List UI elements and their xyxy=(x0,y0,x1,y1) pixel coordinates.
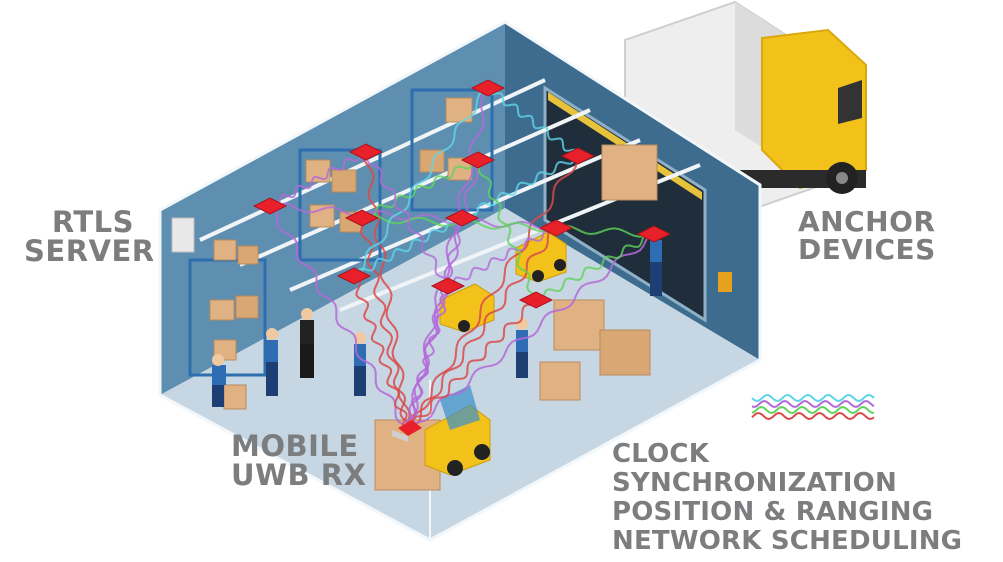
warehouse-floor-inner xyxy=(160,208,760,540)
anchor-device-icon xyxy=(430,277,466,295)
anchor-device-icon xyxy=(470,79,506,97)
signal-wave xyxy=(459,152,578,217)
legend: CLOCK SYNCHRONIZATION POSITION & RANGING… xyxy=(612,439,1003,557)
mobile-uwb-tag xyxy=(392,420,422,442)
electric-box xyxy=(718,272,732,292)
anchor-device-icon xyxy=(348,143,384,161)
signal-wave xyxy=(405,286,453,432)
legend-item-clock-synchronization: CLOCK SYNCHRONIZATION xyxy=(612,439,897,499)
legend-wave-line xyxy=(751,406,875,414)
signal-wave xyxy=(351,275,408,432)
anchor-device-icon xyxy=(252,197,288,215)
signal-wave xyxy=(477,158,541,300)
legend-wave-line xyxy=(751,399,875,409)
shelf-unit xyxy=(188,239,267,377)
server-panel xyxy=(171,217,195,253)
ceiling-rail xyxy=(239,108,591,267)
anchor-device-icon xyxy=(636,225,672,243)
anchor-devices-label-line: ANCHOR xyxy=(798,205,936,238)
anchor-devices-label: ANCHOR DEVICES xyxy=(798,208,936,264)
truck-window xyxy=(838,80,862,124)
legend-item-network-scheduling: NETWORK SCHEDULING xyxy=(612,526,963,557)
anchor-device-icon xyxy=(538,219,574,237)
anchor-device-icon xyxy=(336,267,372,285)
uwb-signal-waves xyxy=(268,87,656,434)
signal-wave xyxy=(354,219,465,280)
mobile-uwb-rx-label-line: UWB RX xyxy=(231,458,367,492)
anchor-devices-label-line: DEVICES xyxy=(798,233,936,266)
truck-wheel-hub xyxy=(836,172,848,184)
signal-wave xyxy=(366,150,451,285)
signal-wave xyxy=(487,87,579,157)
signal-wave xyxy=(405,225,555,430)
legend-item-position-ranging: POSITION & RANGING xyxy=(612,497,934,528)
ceiling-rail xyxy=(199,78,546,242)
anchor-device-icon xyxy=(344,209,380,227)
signal-wave xyxy=(268,148,365,208)
worker xyxy=(300,308,314,378)
workers xyxy=(212,228,662,407)
legend-wave-line xyxy=(751,411,875,421)
anchor-device-icon xyxy=(518,291,554,309)
worker xyxy=(266,328,278,396)
anchor-device-icon xyxy=(444,209,480,227)
signal-wave xyxy=(409,301,540,434)
signal-wave xyxy=(353,87,489,277)
rtls-server-label: RTLS SERVER xyxy=(24,205,155,268)
legend-wave-line xyxy=(751,394,875,402)
signal-wave xyxy=(271,203,412,430)
anchor-devices xyxy=(252,79,672,309)
mobile-uwb-rx-label: MOBILE UWB RX xyxy=(231,432,366,490)
signal-wave xyxy=(537,233,656,303)
signal-wave xyxy=(360,216,413,430)
worker xyxy=(516,318,528,378)
rtls-server-label-line: RTLS xyxy=(51,205,134,239)
anchor-device-icon xyxy=(460,151,496,169)
signal-wave xyxy=(403,158,479,430)
signal-wave xyxy=(449,228,558,290)
signal-wave xyxy=(360,156,478,218)
signal-wave xyxy=(361,152,411,431)
rtls-server-label-line: SERVER xyxy=(24,234,155,268)
mobile-uwb-rx-label-line: MOBILE xyxy=(231,429,359,463)
warehouse-outline xyxy=(158,20,762,395)
legend-wave-swatch xyxy=(751,394,875,421)
worker xyxy=(212,354,226,407)
anchor-device-icon xyxy=(560,147,596,165)
signal-wave xyxy=(406,155,579,430)
forklift xyxy=(424,385,491,476)
